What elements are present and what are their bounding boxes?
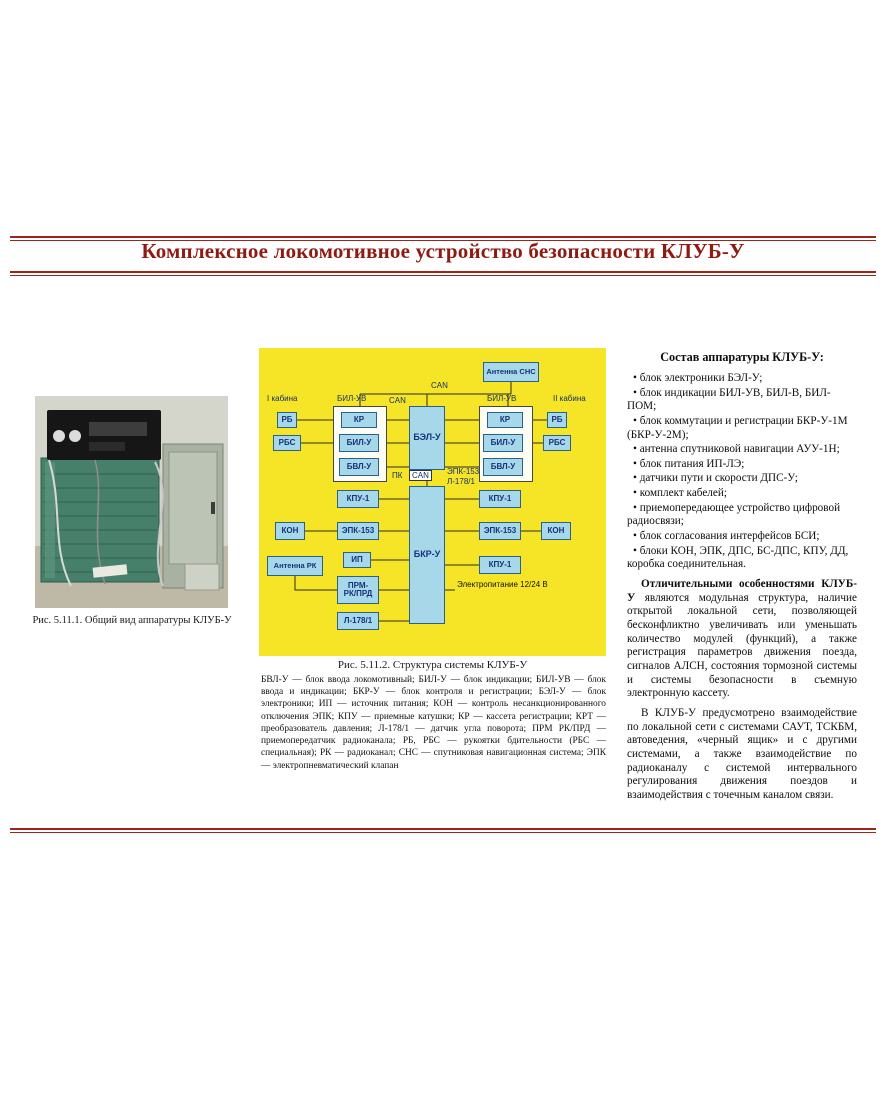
list-item: • приемопередающее устройство цифровой р… <box>627 501 841 528</box>
label-l178-mid: Л-178/1 <box>447 477 475 486</box>
label-can-left: CAN <box>389 396 406 405</box>
equipment-photo <box>35 396 228 608</box>
box-prm-line1: ПРМ- <box>347 580 369 590</box>
list-item: • блок согласования интерфейсов БСИ; <box>633 530 820 543</box>
box-bvl-u-right: БВЛ-У <box>483 458 523 476</box>
label-bil-uv-right: БИЛ-УВ <box>487 394 517 403</box>
diagram-caption: Рис. 5.11.2. Структура системы КЛУБ-У <box>337 659 528 671</box>
box-l178: Л-178/1 <box>337 612 379 630</box>
equipment-photo-graphic <box>35 396 228 608</box>
label-epk-mid: ЭПК-153, <box>447 467 482 476</box>
right-column: Состав аппаратуры КЛУБ-У: • блок электро… <box>627 350 857 803</box>
photo-caption: Рис. 5.11.1. Общий вид аппаратуры КЛУБ-У <box>32 615 232 626</box>
features-rest: являются модульная структура, наличие от… <box>627 591 857 700</box>
list-item: • антенна спутниковой навигации АУУ-1Н; <box>633 443 840 456</box>
box-bil-u-right: БИЛ-У <box>483 434 523 452</box>
list-item: • блок электроники БЭЛ-У; <box>633 371 763 384</box>
list-item: • датчики пути и скорости ДПС-У; <box>633 472 798 485</box>
features-lead: Отличительными особенностями КЛУБ-У <box>627 578 857 604</box>
box-ip: ИП <box>343 552 371 568</box>
page-title: Комплексное локомотивное устройство безо… <box>141 239 745 263</box>
label-cabin-2: II кабина <box>553 394 586 403</box>
box-bkr-u: БКР-У <box>409 486 445 624</box>
box-bvl-u-left: БВЛ-У <box>339 458 379 476</box>
box-kon-right: КОН <box>541 522 571 540</box>
box-rbs-left: РБС <box>273 435 301 451</box>
box-prm-line2: РК/ПРД <box>343 589 373 598</box>
box-kr-right: КР <box>487 412 523 428</box>
box-kpu1-left: КПУ-1 <box>337 490 379 508</box>
top-rule <box>10 236 876 241</box>
label-cabin-1: I кабина <box>267 394 298 403</box>
label-can-mid: CAN <box>409 470 432 481</box>
interaction-paragraph: В КЛУБ-У предусмотрено взаимодействие по… <box>627 706 857 801</box>
box-bel-u: БЭЛ-У <box>409 406 445 470</box>
box-bil-u-left: БИЛ-У <box>339 434 379 452</box>
box-kpu1-right: КПУ-1 <box>479 490 521 508</box>
list-item: • блок питания ИП-ЛЭ; <box>633 457 745 470</box>
box-epk153-left: ЭПК-153 <box>337 522 379 540</box>
features-paragraph: Отличительными особенностями КЛУБ-У явля… <box>627 578 857 701</box>
composition-heading: Состав аппаратуры КЛУБ-У: <box>660 350 824 364</box>
box-rb-left: РБ <box>277 412 297 428</box>
label-bil-uv-left: БИЛ-УВ <box>337 394 367 403</box>
label-can-top: CAN <box>431 381 448 390</box>
title-bottom-rule <box>10 271 876 276</box>
label-pk: ПК <box>392 471 403 480</box>
box-antenna-rk: Антенна РК <box>267 556 323 576</box>
box-rb-right: РБ <box>547 412 567 428</box>
list-item: • комплект кабелей; <box>633 487 727 500</box>
box-epk153-right: ЭПК-153 <box>479 522 521 540</box>
box-kon-left: КОН <box>275 522 305 540</box>
list-item: • блок индикации БИЛ-УВ, БИЛ-В, БИЛ-ПОМ; <box>627 386 831 413</box>
box-kr-left: КР <box>341 412 377 428</box>
system-structure-diagram: I кабина II кабина БИЛ-УВ БИЛ-УВ CAN CAN… <box>259 348 606 656</box>
list-item: • блоки КОН, ЭПК, ДПС, БС-ДПС, КПУ, ДД, … <box>627 544 849 571</box>
list-item: • блок коммутации и регистрации БКР-У-1М… <box>627 414 848 441</box>
diagram-legend: БВЛ-У — блок ввода локомотивный; БИЛ-У —… <box>261 675 606 771</box>
box-antenna-sns: Антенна СНС <box>483 362 539 382</box>
box-kpu1-right-2: КПУ-1 <box>479 556 521 574</box>
bottom-rule <box>10 828 876 833</box>
box-rbs-right: РБС <box>543 435 571 451</box>
box-prm-rk-prd: ПРМ- РК/ПРД <box>337 576 379 604</box>
label-power-supply: Электропитание 12/24 В <box>457 580 548 589</box>
